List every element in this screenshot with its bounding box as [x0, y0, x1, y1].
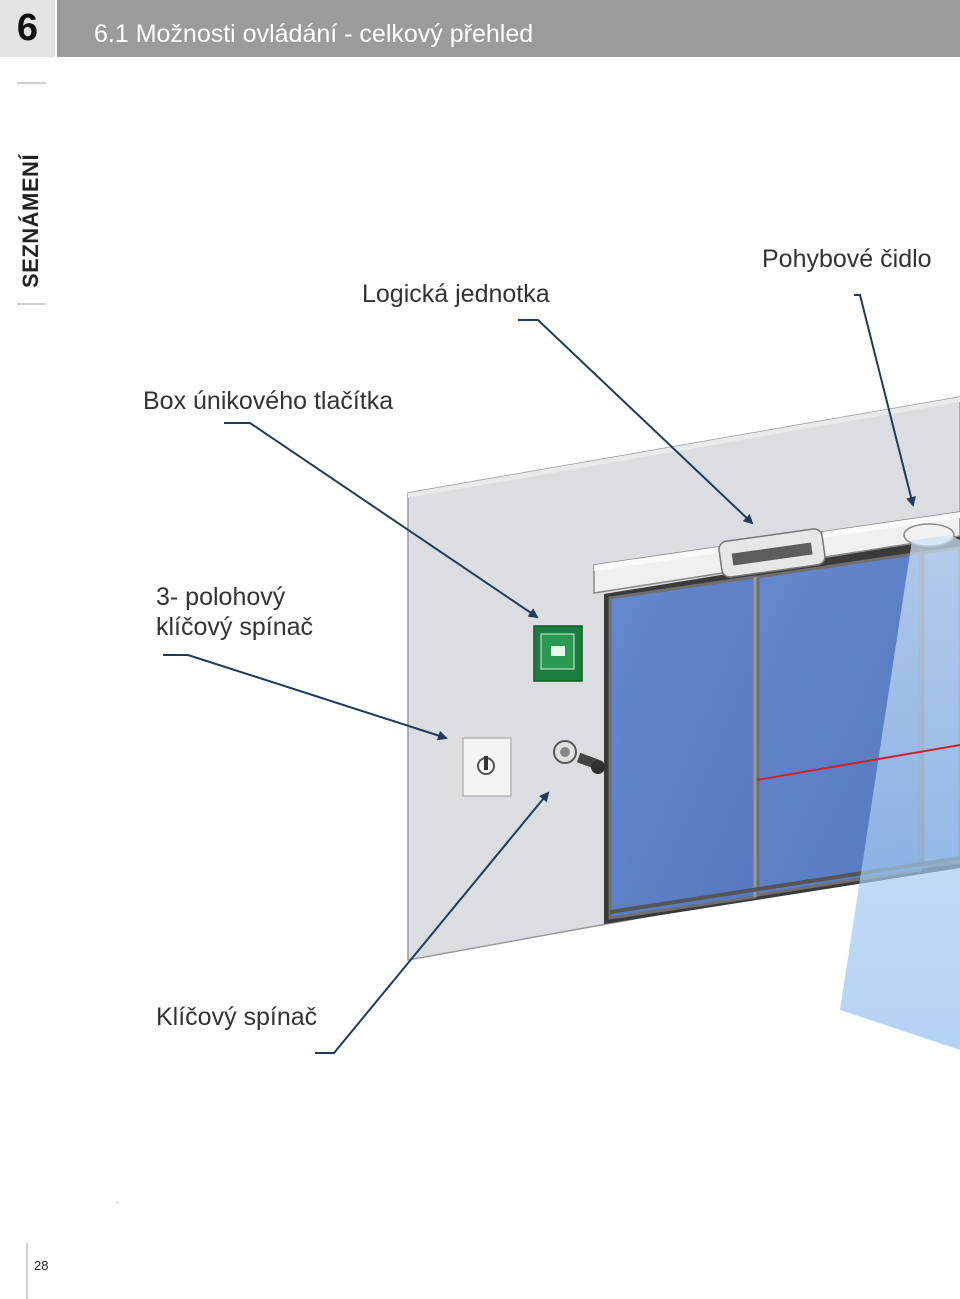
page-number-divider — [26, 1243, 28, 1299]
callout-arrows — [163, 294, 916, 1054]
callout-three-position-switch-line2: klíčový spínač — [156, 613, 314, 641]
callout-key-switch: Klíčový spínač — [156, 1003, 318, 1031]
callout-logic-unit: Logická jednotka — [362, 280, 550, 308]
callout-escape-button-box: Box únikového tlačítka — [143, 387, 394, 415]
side-divider-top — [17, 82, 46, 84]
motion-sensor — [840, 523, 960, 1050]
footer-mark: - — [116, 1198, 119, 1207]
header-bar: 6.1 Možnosti ovládání - celkový přehled — [57, 0, 960, 57]
safety-beam — [756, 744, 960, 781]
page-number: 28 — [34, 1258, 49, 1273]
key-switch — [553, 740, 605, 774]
three-position-key-switch — [462, 737, 512, 797]
logic-unit — [718, 528, 826, 578]
callout-motion-sensor: Pohybové čidlo — [762, 245, 932, 273]
callout-three-position-switch-line1: 3- polohový — [156, 583, 286, 611]
side-divider-bottom — [17, 303, 46, 305]
chapter-number: 6 — [16, 7, 39, 49]
chapter-number-box: 6 — [0, 0, 55, 57]
escape-button-box — [533, 625, 583, 682]
page-title: 6.1 Možnosti ovládání - celkový přehled — [94, 20, 534, 48]
